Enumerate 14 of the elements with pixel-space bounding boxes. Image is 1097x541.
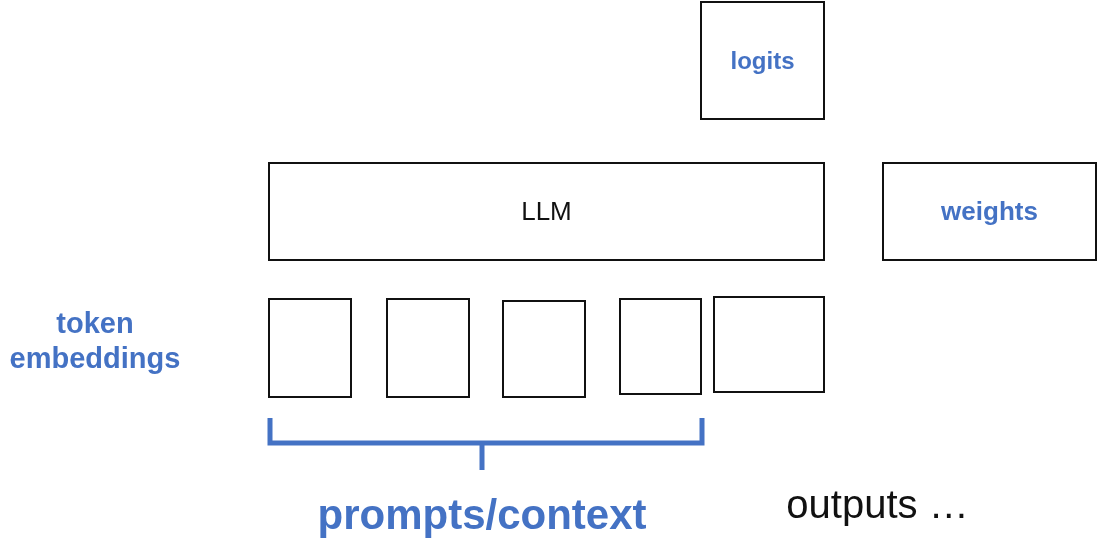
embedding-box <box>268 298 352 398</box>
model-label: LLM <box>521 196 572 227</box>
embedding-box <box>713 296 825 393</box>
output-label: logits <box>730 46 795 75</box>
embedding-box <box>502 300 586 398</box>
outputs-caption: outputs … <box>785 481 970 528</box>
weights-box <box>882 162 1097 261</box>
embedding-box <box>619 298 702 395</box>
model-box <box>268 162 825 261</box>
axis-caption: token embeddings <box>8 306 182 376</box>
bracket-caption: prompts/context <box>316 490 648 540</box>
output-box <box>700 1 825 120</box>
embedding-box <box>386 298 470 398</box>
weights-label: weights <box>941 196 1038 227</box>
